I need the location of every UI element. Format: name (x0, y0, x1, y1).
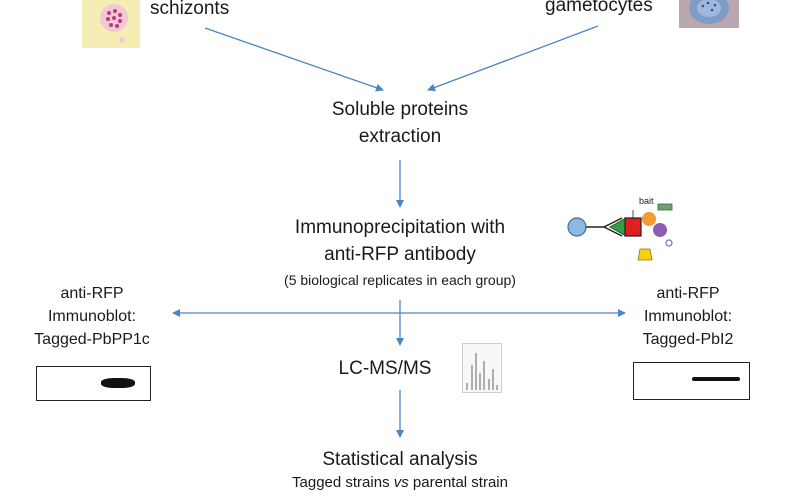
ip-step-line1: Immunoprecipitation with (294, 217, 506, 238)
bait-label: bait (639, 196, 654, 206)
stats-subtitle-vs: vs (393, 474, 409, 491)
stats-subtitle-pre: Tagged strains (292, 474, 394, 491)
left-blot-line2: Immunoblot: (47, 308, 137, 325)
gametocytes-label: gametocytes (545, 0, 653, 16)
ip-step-line2: anti-RFP antibody (324, 244, 476, 265)
lcms-step-label: LC-MS/MS (338, 358, 432, 379)
extraction-step-line2: extraction (358, 126, 442, 147)
schizonts-label: schizonts (150, 0, 230, 19)
stats-subtitle-post: parental strain (408, 474, 508, 491)
schizont-micrograph (82, 0, 140, 48)
arrow-schizonts-to-extraction (204, 27, 384, 92)
stats-step-title: Statistical analysis (322, 449, 478, 470)
stats-step-subtitle: Tagged strains vs parental strain (230, 474, 570, 492)
extraction-step-line1: Soluble proteins (331, 99, 469, 120)
antibody-bead-icon (567, 217, 623, 237)
prey-green-icon (657, 203, 673, 211)
prey-small-circle-icon (665, 239, 673, 247)
right-blot-band (692, 377, 740, 381)
left-blot-line3: Tagged-PbPP1c (34, 331, 150, 348)
antibody-bait-diagram: bait (567, 196, 673, 261)
bait-protein-icon (624, 217, 642, 237)
prey-purple-icon (653, 223, 667, 237)
right-blot-image (633, 362, 750, 400)
right-blot-line2: Immunoblot: (643, 308, 733, 325)
ip-replicates-note: (5 biological replicates in each group) (284, 272, 516, 288)
prey-yellow-icon (637, 248, 653, 261)
arrow-gametocytes-to-extraction (427, 25, 599, 92)
gametocyte-micrograph (679, 0, 739, 28)
left-blot-band (101, 378, 135, 388)
left-blot-line1: anti-RFP (60, 285, 124, 302)
right-blot-line3: Tagged-PbI2 (642, 331, 734, 348)
mass-spectrum-icon (462, 343, 502, 393)
prey-orange-icon (642, 212, 656, 226)
right-blot-line1: anti-RFP (656, 285, 720, 302)
left-blot-image (36, 366, 151, 401)
